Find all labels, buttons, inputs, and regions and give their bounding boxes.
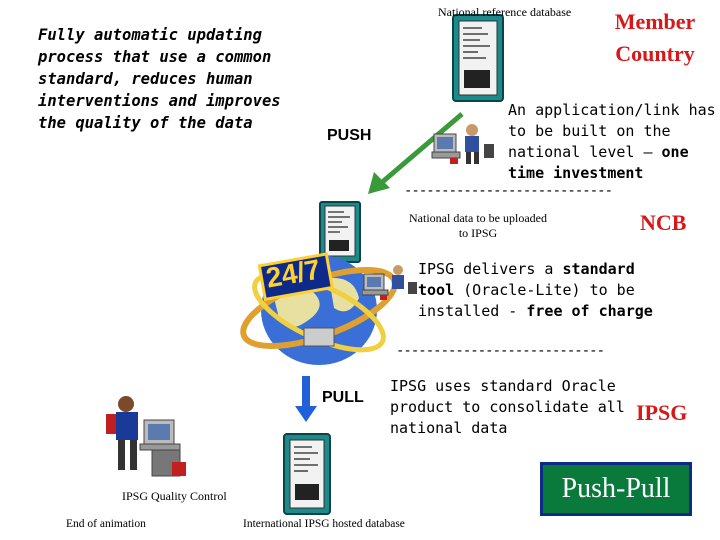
ncb-worker-icon xyxy=(362,265,417,300)
ipsg-label: IPSG xyxy=(636,400,688,425)
member-country-label: Member Country xyxy=(614,9,696,66)
globe-24-7-icon xyxy=(240,252,398,365)
top-db-label: National reference database xyxy=(438,5,572,19)
hosted-database-label: International IPSG hosted database xyxy=(243,518,405,530)
quality-control-label: IPSG Quality Control xyxy=(122,489,227,503)
divider-1: ---------------------------- xyxy=(404,183,613,199)
ncb-label: NCB xyxy=(640,210,687,235)
ipsg-delivers-free: free of charge xyxy=(526,302,653,320)
application-link-text: An application/link has to be built on t… xyxy=(508,100,718,184)
pull-arrow-icon xyxy=(295,376,317,422)
push-label: PUSH xyxy=(327,127,372,144)
application-emphasis: one time investment xyxy=(508,143,689,182)
hosted-database-server-icon xyxy=(283,433,331,515)
push-pull-button[interactable]: Push-Pull xyxy=(540,462,692,516)
ipsg-delivers-tool: standard tool xyxy=(418,260,635,299)
pull-label: PULL xyxy=(322,389,364,406)
push-arrow-icon xyxy=(368,112,464,194)
end-of-animation-label: End of animation xyxy=(66,518,146,530)
ipsg-delivers-text: IPSG delivers a standard tool (Oracle-Li… xyxy=(418,259,658,322)
ipsg-uses-text: IPSG uses standard Oracle product to con… xyxy=(390,377,625,437)
quality-control-worker-icon xyxy=(106,396,186,477)
ipsg-delivers-part1: IPSG delivers a xyxy=(418,260,563,278)
national-database-server-icon xyxy=(452,14,504,102)
ipsg-delivers-part2: (Oracle-Lite) to be installed - xyxy=(418,281,635,320)
application-text: An application/link has to be built on t… xyxy=(508,101,716,161)
divider-2: ---------------------------- xyxy=(396,343,605,359)
ncb-server-icon xyxy=(319,201,361,263)
intro-text: Fully automatic updating process that us… xyxy=(38,26,281,132)
worker-computer-icon xyxy=(431,124,494,164)
national-upload-text: National data to be uploaded to IPSG xyxy=(409,211,547,240)
